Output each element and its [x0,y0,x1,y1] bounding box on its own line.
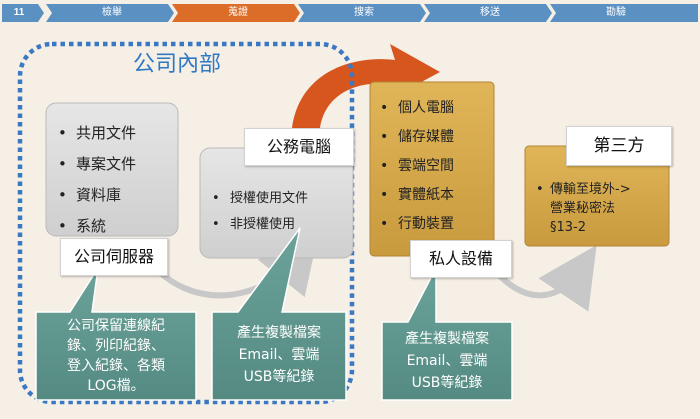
company-server-label: 公司伺服器 [60,238,168,276]
personal-copy-callout-shape [381,267,513,401]
list-item: 雲端空間 [380,152,492,181]
third-party-line-3: §13-2 [550,220,587,235]
slide-number-tab [2,4,44,22]
list-item: 資料庫 [58,180,173,211]
callout-line: LOG檔。 [87,378,145,394]
list-item: 非授權使用 [212,212,352,238]
callout-line: 公司保留連線紀 [67,318,165,334]
callout-line: 產生複製檔案 [405,331,489,347]
progress-step-4-shape [424,4,552,22]
progress-step-3-shape [298,4,426,22]
server-log-callout: 公司保留連線紀 錄、列印紀錄、 登入紀錄、各類 LOG檔。 [38,316,194,396]
business-computer-label: 公務電腦 [244,128,354,166]
callout-line: Email、雲端 [406,353,488,369]
progress-step-1-shape [46,4,174,22]
list-item: 共用文件 [58,118,173,149]
progress-step-5-shape [550,4,698,22]
third-party-label: 第三方 [566,126,672,166]
list-item: 專案文件 [58,149,173,180]
progress-bar [2,4,698,22]
progress-step-3-label: 搜索 [354,7,374,18]
company-region-title: 公司內部 [133,52,222,77]
business-computer-list: 授權使用文件 非授權使用 [212,186,352,238]
callout-line: Email、雲端 [238,347,320,363]
device-to-thirdparty-arrow [497,245,597,312]
callout-line: 錄、列印紀錄、 [67,338,165,354]
list-item: 個人電腦 [380,94,492,123]
progress-step-1-label: 檢舉 [102,7,122,18]
progress-step-2-label: 蒐證 [228,7,248,18]
callout-line: 產生複製檔案 [237,325,321,341]
list-item: 儲存媒體 [380,123,492,152]
business-copy-callout-shape [211,227,347,401]
callout-line: 登入紀錄、各類 [67,358,165,374]
list-item: 行動裝置 [380,210,492,239]
progress-step-2-shape [172,4,300,22]
callout-line: USB等紀錄 [411,375,483,391]
list-item: 實體紙本 [380,181,492,210]
third-party-text: • 傳輸至境外-> 營業秘密法 §13-2 [536,180,668,237]
list-item: 系統 [58,211,173,242]
business-copy-callout: 產生複製檔案 Email、雲端 USB等紀錄 [214,322,344,388]
progress-step-4-label: 移送 [480,7,500,18]
personal-device-label: 私人設備 [410,240,512,278]
personal-copy-callout: 產生複製檔案 Email、雲端 USB等紀錄 [384,328,510,394]
third-party-line-1: 傳輸至境外-> [550,182,631,197]
server-log-callout-shape [35,267,197,401]
progress-step-5-label: 勘驗 [606,7,626,18]
third-party-line-2: 營業秘密法 [550,201,616,216]
leak-arc-arrow [292,44,440,128]
personal-device-list: 個人電腦 儲存媒體 雲端空間 實體紙本 行動裝置 [380,94,492,239]
slide-number: 11 [13,7,25,18]
list-item: 授權使用文件 [212,186,352,212]
callout-line: USB等紀錄 [243,369,315,385]
company-server-list: 共用文件 專案文件 資料庫 系統 [58,118,173,242]
